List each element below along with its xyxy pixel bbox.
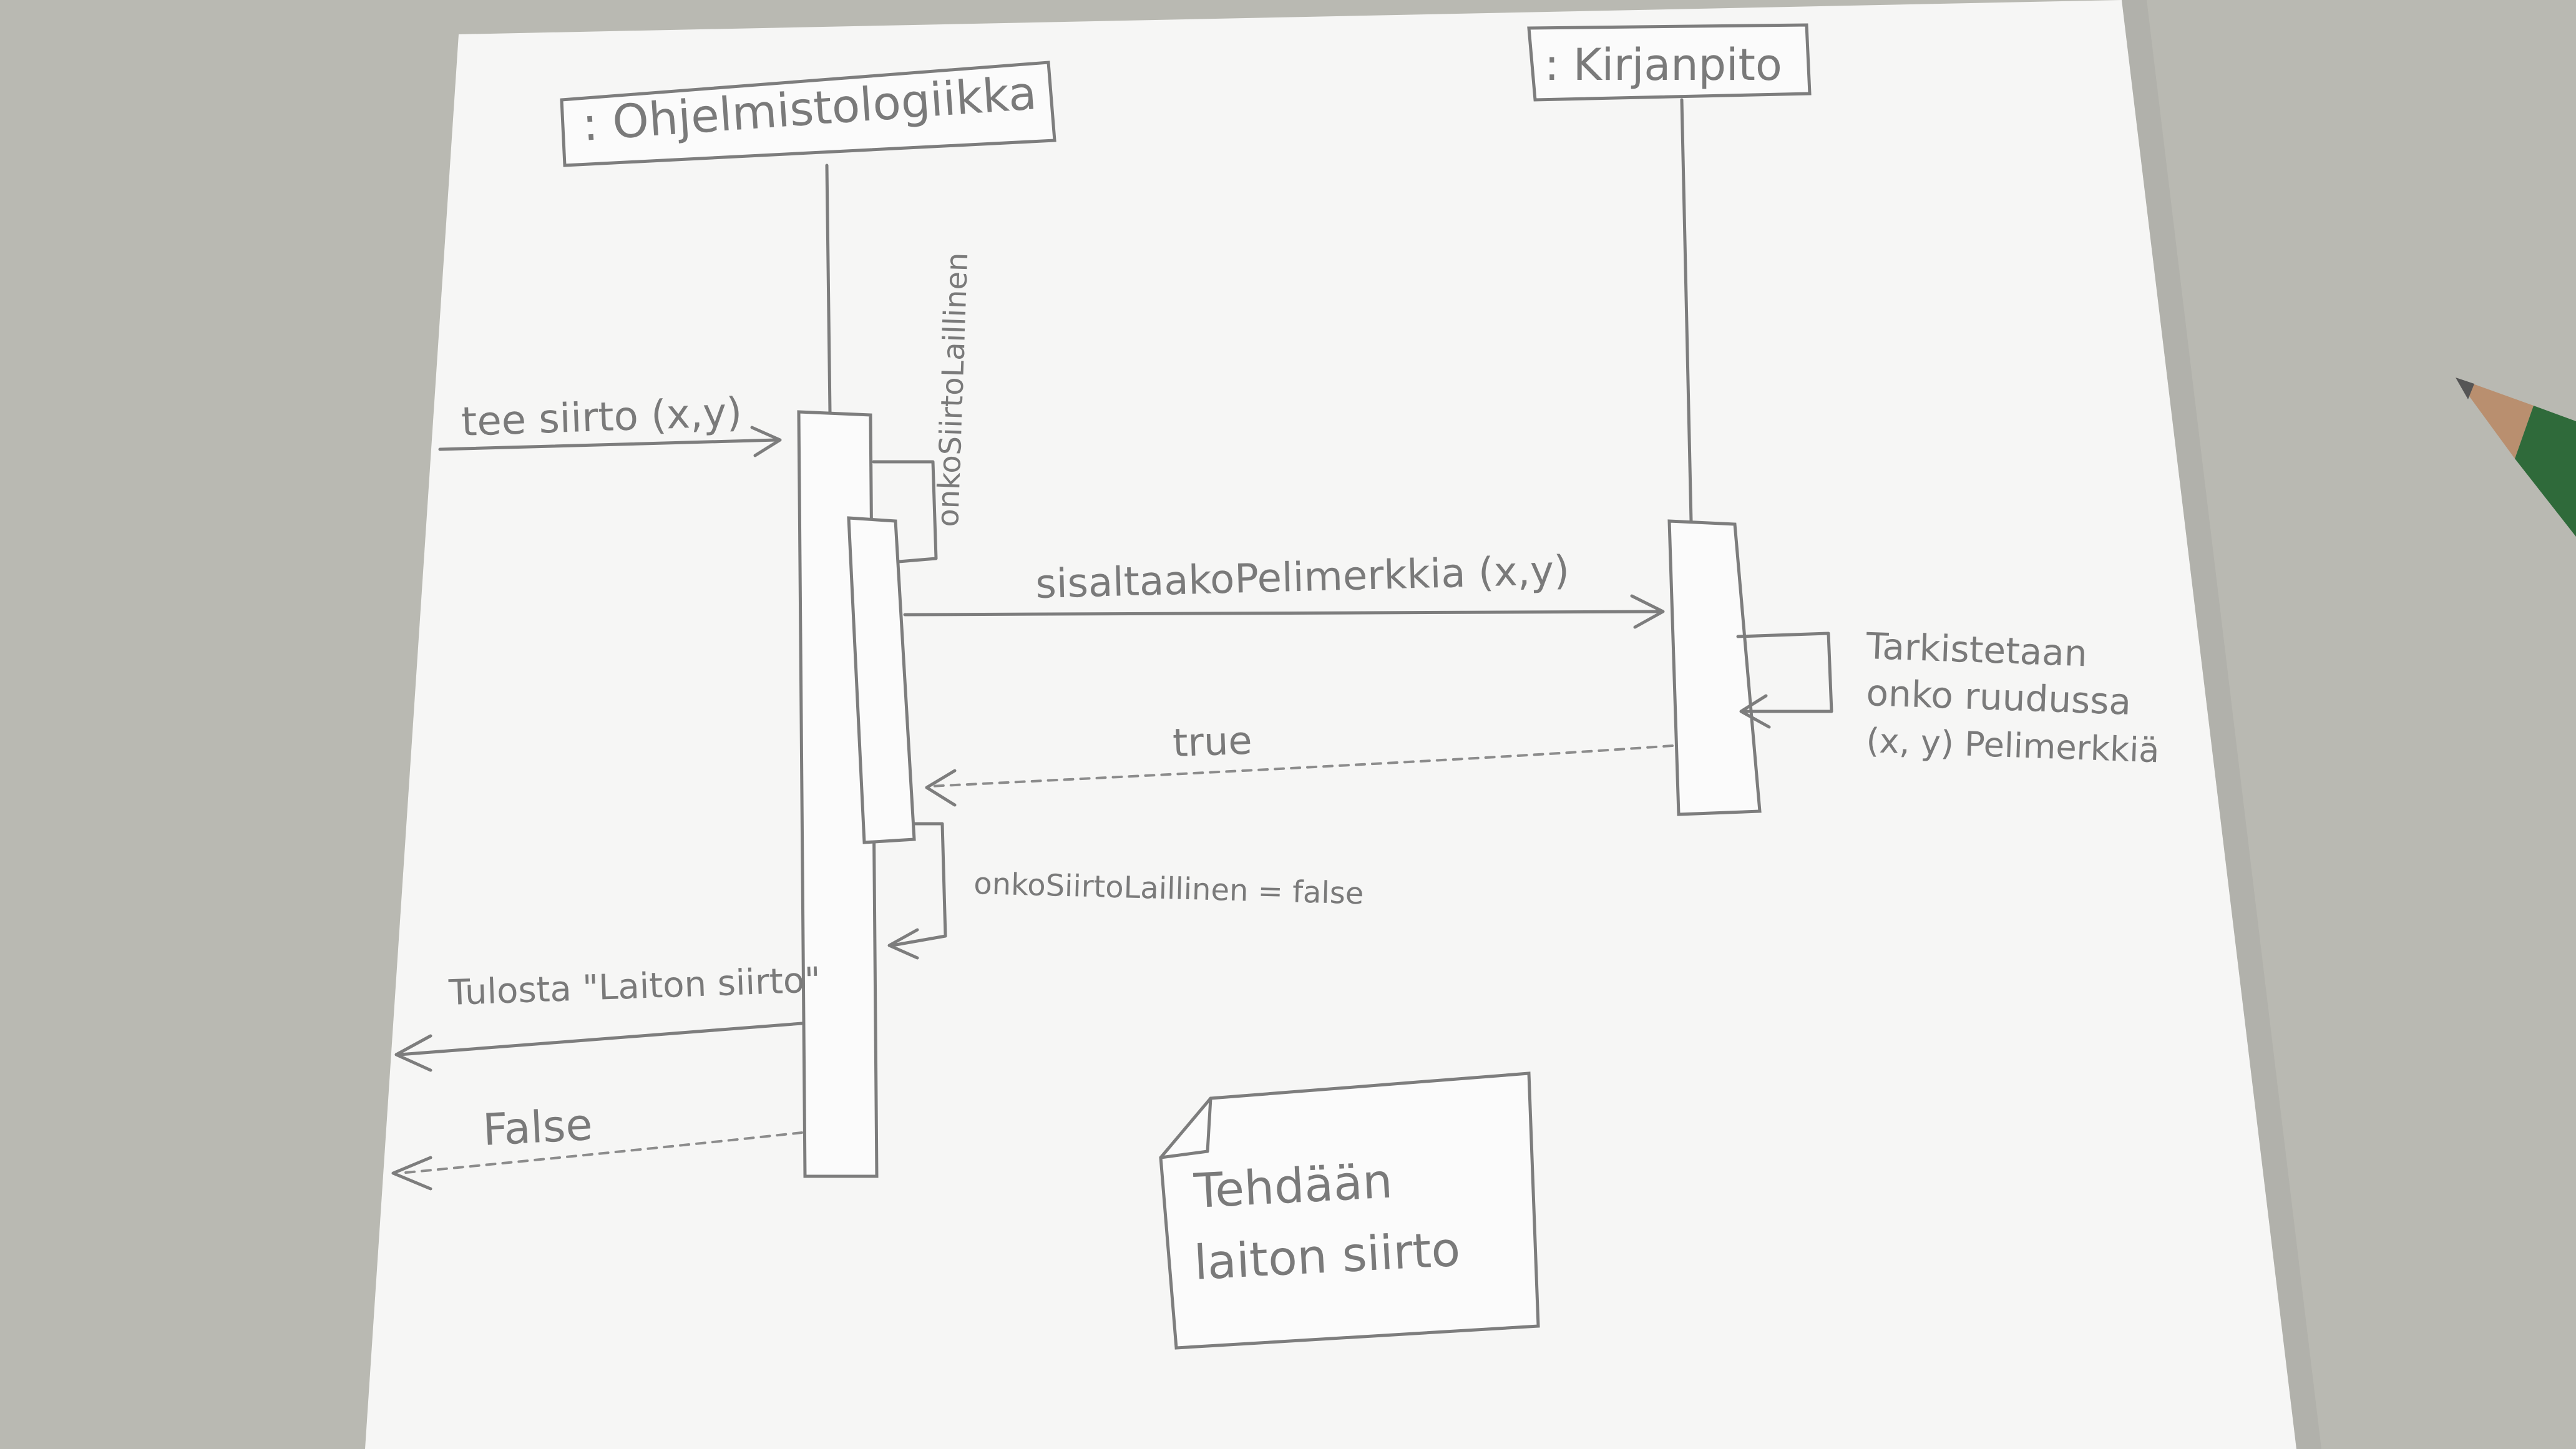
paper-shadow <box>2122 0 2321 1449</box>
return-true: true <box>925 718 1674 807</box>
lifeline-kirjanpito: : Kirjanpito <box>1527 23 1812 523</box>
return-label-true: true <box>1172 718 1253 766</box>
pencil-lead <box>2456 378 2474 399</box>
lifeline-line-left <box>825 163 832 414</box>
kirjanpito-self-check: Tarkistetaan onko ruudussa (x, y) Pelime… <box>1736 625 2160 770</box>
participant-box-kirjanpito <box>1527 23 1812 102</box>
message-tee-siirto: tee siirto (x,y) <box>438 389 782 457</box>
check-note-line-1: Tarkistetaan <box>1865 625 2088 675</box>
return-false: False <box>391 1099 803 1191</box>
activation-bar-kirjanpito <box>1667 519 1762 816</box>
participant-label-kirjanpito: : Kirjanpito <box>1544 39 1782 90</box>
note-folded-corner <box>1159 1096 1212 1159</box>
note-outline <box>1159 1071 1540 1350</box>
lifeline-line-right <box>1680 98 1693 523</box>
check-note-line-2: onko ruudussa <box>1866 671 2132 723</box>
return-label-false: False <box>482 1099 594 1156</box>
pencil-icon <box>2456 378 2576 537</box>
message-label-tee-siirto: tee siirto (x,y) <box>461 389 743 446</box>
note-line-1: Tehdään <box>1192 1153 1393 1219</box>
note-box: Tehdään laiton siirto <box>1159 1071 1540 1350</box>
participant-box-ohjelmistologiikka <box>560 61 1056 167</box>
pencil-tip <box>2456 378 2534 459</box>
pencil-body <box>2515 406 2576 537</box>
activation-bar-nested <box>847 516 916 844</box>
